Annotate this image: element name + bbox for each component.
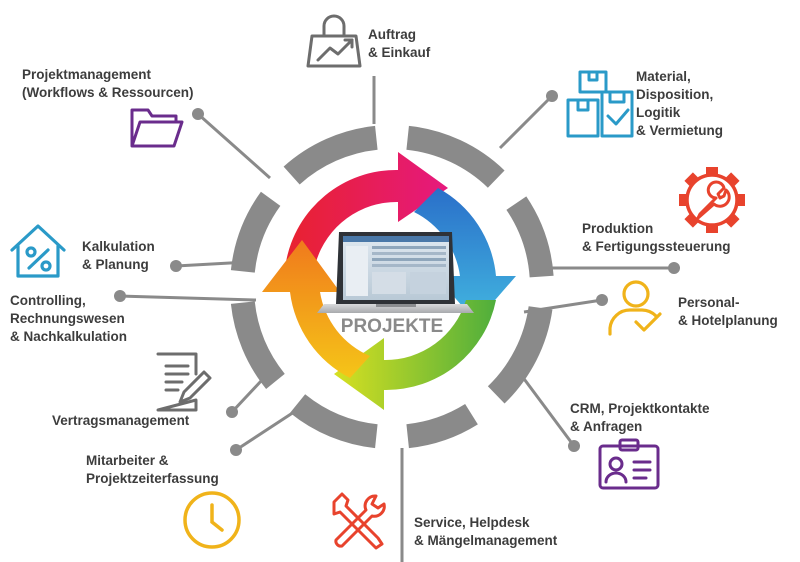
module-label-line: Controlling, bbox=[10, 293, 86, 308]
module-label-line: Projektzeiterfassung bbox=[86, 471, 219, 486]
connector-lines bbox=[114, 76, 680, 562]
connector-dot bbox=[546, 90, 558, 102]
module-label-auftrag: Auftrag & Einkauf bbox=[368, 26, 430, 62]
module-label-line: Vertragsmanagement bbox=[52, 413, 190, 428]
module-label-crm: CRM, Projektkontakte & Anfragen bbox=[570, 400, 710, 436]
crossed-tools-icon bbox=[332, 492, 386, 550]
module-label-vertrag: Vertragsmanagement bbox=[52, 412, 189, 430]
module-label-line: Auftrag bbox=[368, 27, 416, 42]
person-checkmark-icon bbox=[608, 280, 662, 336]
connector-dot bbox=[568, 440, 580, 452]
connector-dot bbox=[114, 290, 126, 302]
module-label-line: Logitik bbox=[636, 105, 681, 120]
ring-segment bbox=[487, 305, 553, 404]
ring-segment bbox=[230, 301, 285, 389]
boxes-checkmark-icon bbox=[566, 70, 634, 138]
outer-ring bbox=[230, 125, 554, 449]
module-label-personal: Personal- & Hotelplanung bbox=[678, 294, 778, 330]
module-label-line: Kalkulation bbox=[82, 239, 155, 254]
module-label-line: & Anfragen bbox=[570, 419, 643, 434]
connector-line bbox=[508, 359, 576, 447]
connector-dot bbox=[226, 406, 238, 418]
module-label-line: Personal- bbox=[678, 295, 740, 310]
module-label-kalkulation: Kalkulation & Planung bbox=[82, 238, 155, 274]
id-card-icon bbox=[598, 438, 660, 490]
cycle-arrow-green-yellow bbox=[334, 300, 496, 410]
ring-segment bbox=[290, 394, 378, 449]
module-label-line: (Workflows & Ressourcen) bbox=[22, 85, 194, 100]
connector-line bbox=[197, 112, 271, 180]
connector-line bbox=[119, 294, 257, 302]
clock-icon bbox=[183, 491, 241, 549]
connector-dot bbox=[668, 262, 680, 274]
module-label-line: Mitarbeiter & bbox=[86, 453, 169, 468]
connector-line bbox=[175, 260, 249, 268]
module-label-line: & Vermietung bbox=[636, 123, 724, 138]
module-label-line: & Fertigungssteuerung bbox=[582, 239, 731, 254]
folder-icon bbox=[130, 108, 184, 148]
ring-segment bbox=[283, 125, 378, 185]
connector-line bbox=[523, 298, 603, 314]
connector-line bbox=[230, 378, 264, 414]
module-label-line: Projektmanagement bbox=[22, 67, 152, 82]
cycle-arrows bbox=[262, 152, 516, 410]
module-label-line: & Nachkalkulation bbox=[10, 329, 128, 344]
connector-line bbox=[498, 94, 554, 150]
laptop-image bbox=[317, 232, 474, 313]
module-label-line: Material, bbox=[636, 69, 691, 84]
connector-dot bbox=[230, 444, 242, 456]
module-label-mitarbeiter: Mitarbeiter & Projektzeiterfassung bbox=[86, 452, 219, 488]
connector-dot bbox=[170, 260, 182, 272]
module-label-line: & Mängelmanagement bbox=[414, 533, 558, 548]
connector-line bbox=[235, 410, 295, 452]
module-label-line: Rechnungswesen bbox=[10, 311, 125, 326]
module-label-line: Produktion bbox=[582, 221, 654, 236]
module-label-line: & Hotelplanung bbox=[678, 313, 778, 328]
house-percent-icon bbox=[10, 224, 66, 278]
module-label-line: & Planung bbox=[82, 257, 149, 272]
cycle-arrow-blue bbox=[414, 188, 516, 322]
module-label-material: Material, Disposition, Logitik & Vermietung bbox=[636, 68, 723, 140]
cycle-arrow-red-magenta bbox=[286, 152, 448, 262]
connector-dot bbox=[192, 108, 204, 120]
module-label-line: & Einkauf bbox=[368, 45, 431, 60]
ring-segment bbox=[406, 403, 478, 449]
center-title: PROJEKTE bbox=[341, 316, 443, 337]
ring-segment bbox=[406, 125, 505, 188]
document-pen-icon bbox=[156, 352, 212, 412]
module-label-service: Service, Helpdesk & Mängelmanagement bbox=[414, 514, 557, 550]
ring-segment bbox=[230, 191, 281, 273]
ring-segment bbox=[506, 196, 554, 278]
connector-dot bbox=[596, 294, 608, 306]
module-label-projektmanagement: Projektmanagement (Workflows & Ressourcen… bbox=[22, 66, 194, 102]
shopping-bag-chart-icon bbox=[306, 14, 362, 68]
module-label-line: Service, Helpdesk bbox=[414, 515, 530, 530]
module-label-produktion: Produktion & Fertigungssteuerung bbox=[582, 220, 731, 256]
module-label-line: CRM, Projektkontakte bbox=[570, 401, 710, 416]
cycle-arrow-orange-yellow bbox=[262, 240, 370, 378]
module-label-controlling: Controlling, Rechnungswesen & Nachkalkulat… bbox=[10, 292, 127, 346]
module-label-line: Disposition, bbox=[636, 87, 714, 102]
